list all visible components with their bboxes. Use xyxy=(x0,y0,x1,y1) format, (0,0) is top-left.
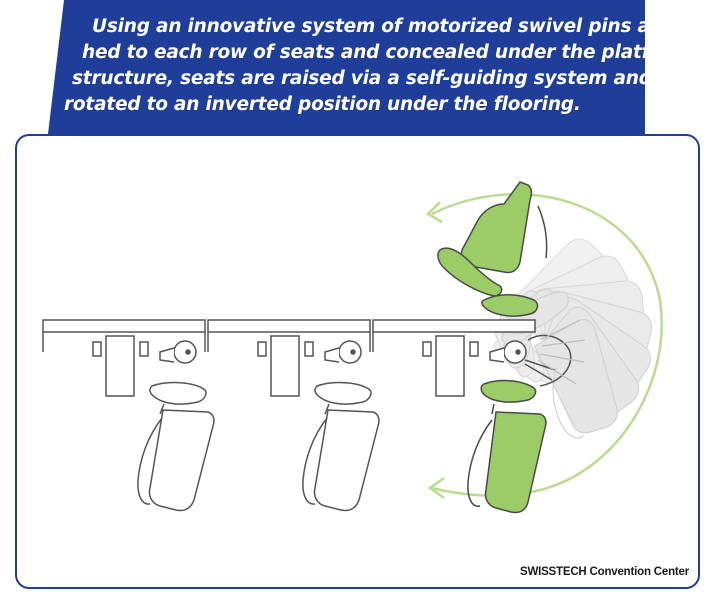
credit-label: SWISSTECH Convention Center xyxy=(519,566,689,578)
green-seat-raised xyxy=(437,181,548,317)
green-seat-lowered xyxy=(467,379,547,514)
arc-arrowhead-bottom xyxy=(427,476,445,500)
caption-banner xyxy=(48,0,645,134)
caption-line: rotated to an inverted position under th… xyxy=(64,94,581,115)
caption-text: Using an innovative system of motorized … xyxy=(60,14,698,118)
caption-line: Using an innovative system of motorized … xyxy=(92,16,698,37)
banner-shape xyxy=(48,0,645,134)
caption-line: structure, seats are raised via a self-g… xyxy=(72,68,652,89)
row-2 xyxy=(257,335,380,512)
platform-structure xyxy=(42,319,536,352)
caption-line: hed to each row of seats and concealed u… xyxy=(82,42,691,63)
row-1 xyxy=(92,335,215,512)
arc-arrowhead-top xyxy=(425,201,443,224)
row-3 xyxy=(422,334,572,397)
pivot-motion-lines xyxy=(537,319,586,385)
